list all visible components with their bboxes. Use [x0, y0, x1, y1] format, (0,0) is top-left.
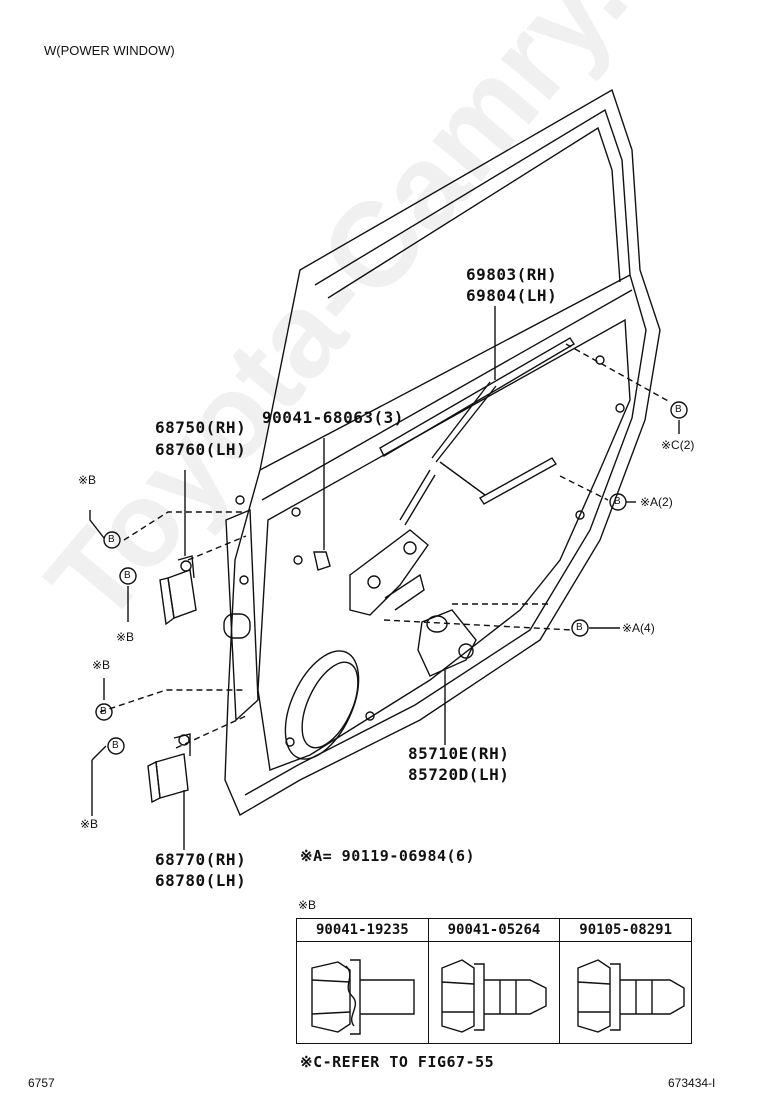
page-title: W(POWER WINDOW): [44, 43, 175, 58]
bolt-header-1: 90041-19235: [296, 918, 429, 942]
circle-b-letter: B: [100, 706, 107, 717]
bolt-header-3: 90105-08291: [559, 918, 692, 942]
solid-leaders: [89, 306, 680, 816]
circle-b-markers: [95, 401, 688, 755]
ref-a2: ※A(2): [640, 495, 673, 509]
footer-figure-code: 673434-I: [668, 1076, 716, 1090]
ref-mark-b-1: ※B: [78, 473, 97, 487]
label-68750-rh: 68750(RH): [155, 418, 247, 437]
ref-c2: ※C(2): [661, 438, 695, 452]
note-a-definition: ※A= 90119-06984(6): [300, 847, 476, 865]
note-b-heading: ※B: [298, 898, 317, 912]
bolt-header-2: 90041-05264: [427, 918, 561, 942]
label-68760-lh: 68760(LH): [155, 440, 247, 459]
ref-mark-b-3: ※B: [92, 658, 111, 672]
regulator-motor: [417, 609, 477, 745]
label-85710e-rh: 85710E(RH): [408, 744, 510, 763]
ref-a4: ※A(4): [622, 621, 655, 635]
circle-b-letter: B: [614, 496, 621, 507]
circle-b-letter: B: [124, 570, 131, 581]
bolt-cell-1: [296, 941, 429, 1044]
leader-lines: [99, 343, 671, 749]
label-69803-rh: 69803(RH): [466, 265, 558, 284]
circle-b-letter: B: [112, 740, 119, 751]
bolt-table: 90041-19235 90041-05264 90105-08291: [296, 918, 692, 1044]
label-68780-lh: 68780(LH): [155, 871, 247, 890]
upper-hinge: [159, 470, 197, 626]
bolt-cell-3: [559, 941, 692, 1044]
window-regulator: [349, 337, 575, 616]
ref-mark-b-4: ※B: [80, 817, 99, 831]
label-69804-lh: 69804(LH): [466, 286, 558, 305]
note-c-definition: ※C-REFER TO FIG67-55: [300, 1053, 495, 1071]
label-68770-rh: 68770(RH): [155, 850, 247, 869]
circle-b-letter: B: [108, 534, 115, 545]
bolt-cell-2: [427, 941, 561, 1044]
label-90041-68063: 90041-68063(3): [262, 408, 404, 427]
ref-mark-b-2: ※B: [116, 630, 135, 644]
lower-hinge: [147, 733, 191, 850]
door-frame: [223, 88, 661, 817]
circle-b-letter: B: [675, 404, 682, 415]
bolt-90041-68063: [313, 438, 331, 571]
label-85720d-lh: 85720D(LH): [408, 765, 510, 784]
circle-b-letter: B: [576, 622, 583, 633]
footer-page-number: 6757: [28, 1076, 55, 1090]
